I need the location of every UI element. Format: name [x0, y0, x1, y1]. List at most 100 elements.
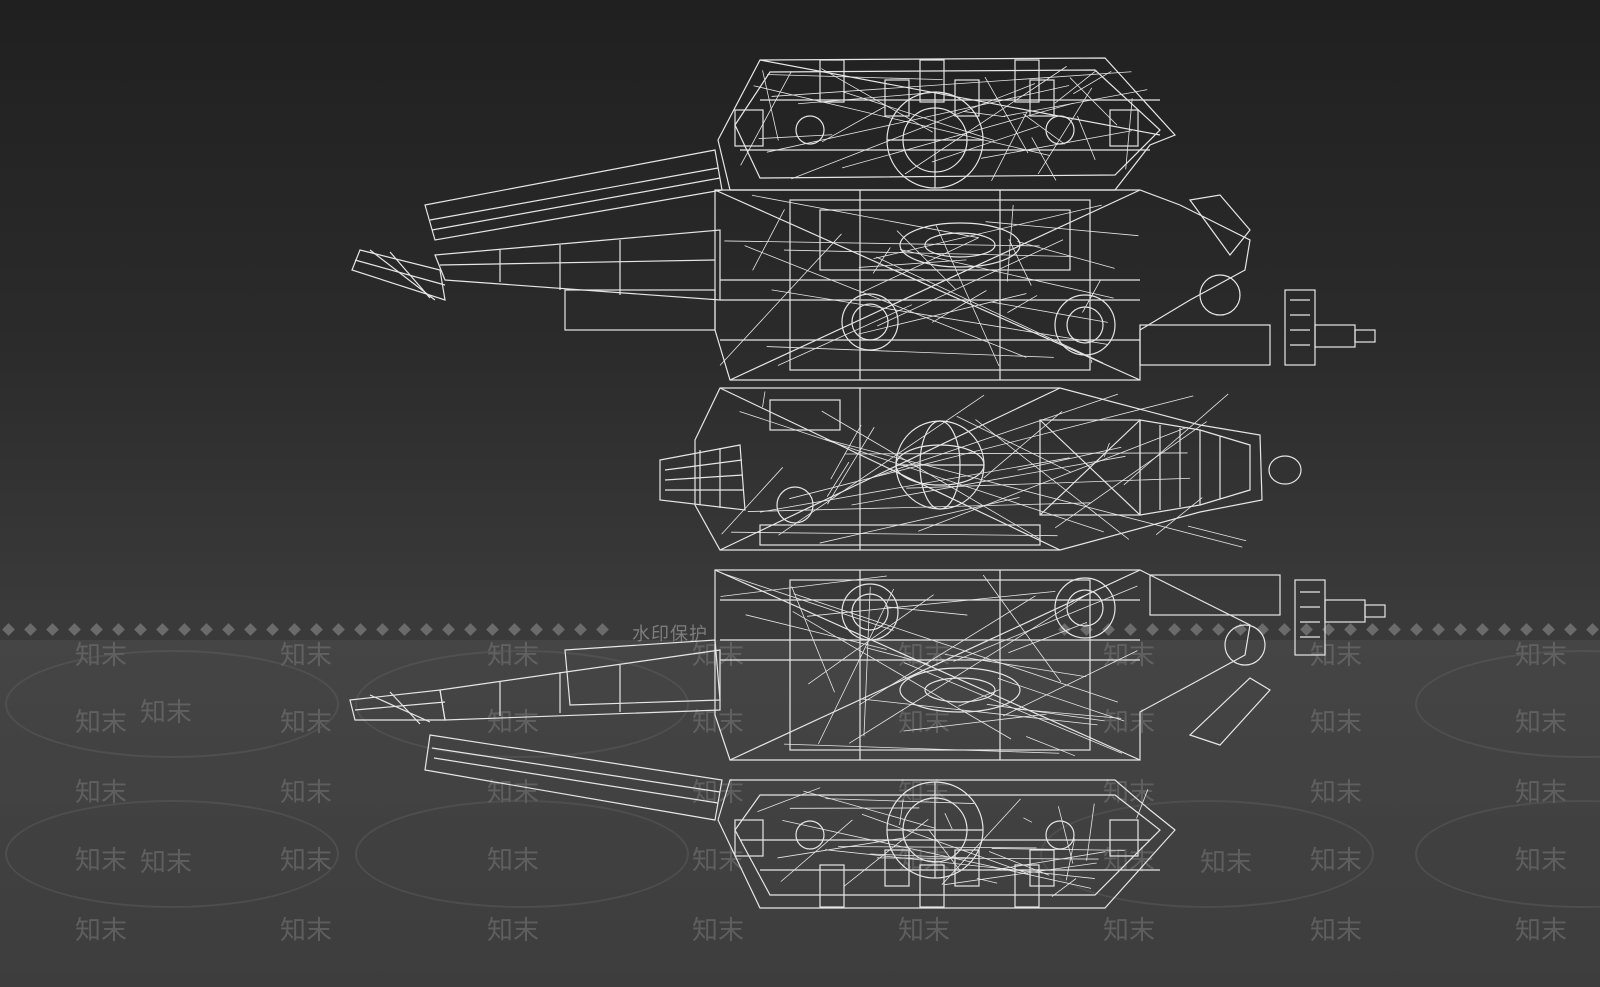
watermark-tile-text: 知末: [1310, 778, 1363, 808]
wire-brace: [931, 290, 987, 323]
wire-brace: [798, 91, 938, 105]
wire-brace: [747, 502, 1092, 512]
watermark-ellipse: [355, 650, 689, 758]
wire-brace: [793, 593, 1119, 703]
watermark-tile-text: 知末: [280, 916, 333, 946]
wire-brace: [873, 204, 1102, 260]
watermark-banner-text: 水印保护: [632, 624, 708, 645]
watermark-ellipse: [1040, 800, 1374, 908]
wire-brace: [906, 477, 1191, 489]
wire-brace: [953, 585, 1138, 662]
wire-brace: [1003, 89, 1148, 117]
wire-brace: [984, 76, 1029, 154]
wire-brace: [1017, 446, 1122, 471]
wire-brace: [945, 654, 1087, 678]
watermark-tile-text: 知末: [1103, 641, 1156, 671]
wire-brace: [1031, 137, 1057, 181]
wire-brace: [771, 289, 1108, 345]
wire-brace: [985, 221, 1139, 237]
wire-brace: [719, 233, 842, 366]
wire-brace: [1136, 789, 1149, 819]
wire-brace: [956, 415, 1072, 473]
wire-brace: [1008, 621, 1088, 654]
watermark-tile-text: 知末: [75, 916, 128, 946]
wire-brace: [931, 125, 1039, 163]
wire-brace: [859, 237, 979, 294]
wire-brace: [1037, 87, 1093, 175]
wire-brace: [740, 71, 792, 166]
wire-brace: [1007, 295, 1038, 313]
wire-brace: [863, 586, 871, 737]
wire-brace: [982, 574, 1062, 683]
wire-brace: [858, 259, 967, 268]
wire-brace: [825, 438, 1243, 548]
wire-brace: [778, 394, 985, 536]
lower-arm: [349, 639, 723, 821]
wire-brace: [1086, 803, 1095, 861]
wire-brace: [780, 819, 853, 882]
wire-brace: [757, 787, 821, 813]
wire-brace: [990, 301, 1108, 323]
wire-brace: [1008, 238, 1032, 286]
wire-brace: [784, 249, 1072, 257]
wire-brace: [976, 877, 998, 884]
wire-brace: [745, 614, 887, 650]
wire-brace: [721, 467, 784, 535]
wire-brace: [782, 819, 1092, 889]
wire-brace: [1057, 806, 1074, 864]
wire-brace: [1065, 838, 1075, 881]
wire-brace: [1054, 421, 1207, 529]
wire-brace: [1002, 650, 1138, 717]
wire-brace: [825, 849, 1095, 879]
wire-brace: [963, 111, 1006, 118]
wire-brace: [896, 230, 956, 290]
middle-body: [659, 387, 1302, 551]
wire-brace: [758, 134, 833, 139]
watermark-tile-text: 知末: [487, 916, 540, 946]
wire-brace: [777, 837, 906, 859]
wire-brace: [762, 391, 766, 408]
wire-brace: [818, 588, 895, 745]
lower-body: [714, 569, 1386, 761]
wire-brace: [1026, 736, 1076, 757]
wire-brace: [995, 851, 1106, 871]
watermark-tile-text: 知末: [692, 916, 745, 946]
wire-brace: [843, 819, 929, 887]
wire-brace: [944, 862, 1097, 886]
watermark-ellipse: [355, 800, 689, 908]
wire-brace: [986, 703, 1105, 722]
upper-arm: [351, 149, 723, 331]
wire-brace: [1023, 817, 1033, 823]
wire-brace: [803, 790, 936, 829]
upper-housing: [717, 57, 1177, 191]
wire-brace: [849, 593, 1089, 744]
wire-brace: [752, 209, 785, 271]
upper-body: [714, 189, 1376, 381]
wire-brace: [872, 247, 891, 274]
watermark-tile-text: 知末: [280, 778, 333, 808]
wire-brace: [1054, 70, 1097, 104]
wire-brace: [869, 853, 976, 859]
wire-brace: [991, 848, 1125, 851]
wire-brace: [958, 689, 1000, 707]
wire-brace: [885, 606, 968, 616]
wire-brace: [935, 225, 1000, 367]
wire-brace: [1069, 77, 1118, 126]
watermark-tile-text: 知末: [1103, 916, 1156, 946]
wire-brace: [720, 575, 887, 597]
wire-brace: [1125, 98, 1133, 170]
wire-brace: [1051, 878, 1077, 897]
wire-brace: [1103, 442, 1110, 457]
wire-brace: [791, 83, 1036, 180]
wire-brace: [721, 572, 894, 631]
wire-brace: [724, 240, 1040, 247]
wire-brace: [851, 455, 1126, 506]
wire-brace: [975, 419, 1130, 540]
watermark-tile-text: 知末: [1310, 641, 1363, 671]
wire-brace: [744, 245, 1027, 358]
wire-brace: [1022, 113, 1065, 145]
wire-brace: [944, 812, 953, 830]
watermark-tile-text: 知末: [898, 916, 951, 946]
